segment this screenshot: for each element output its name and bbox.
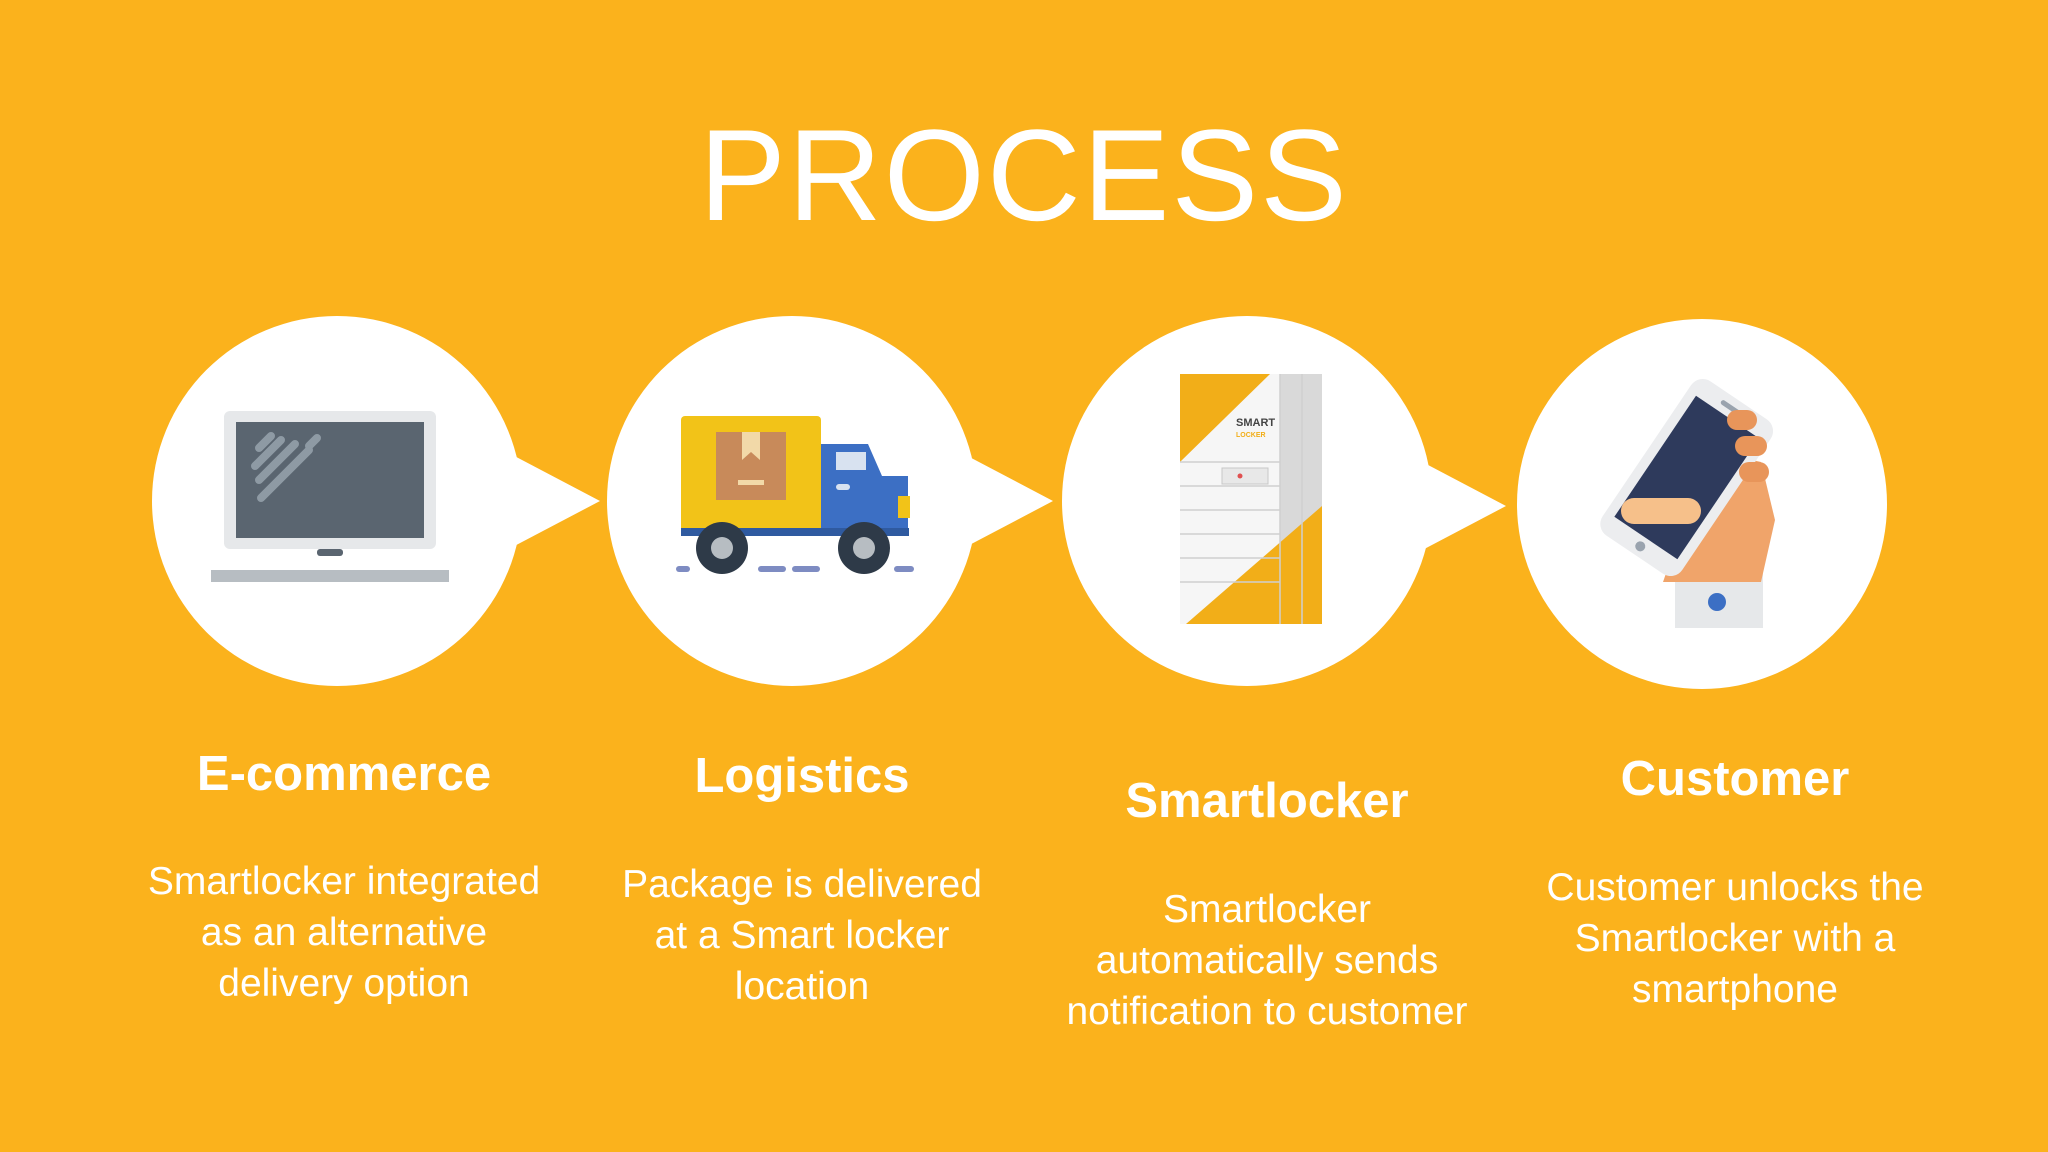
smart-locker-icon: SMART LOCKER bbox=[1180, 374, 1322, 624]
step-description-logistics: Package is delivered at a Smart locker l… bbox=[622, 863, 982, 1008]
step-description-customer: Customer unlocks the Smartlocker with a … bbox=[1546, 866, 1924, 1011]
hand-smartphone-icon bbox=[1600, 379, 1775, 628]
step-description-ecommerce: Smartlocker integrated as an alternative… bbox=[147, 860, 541, 1005]
bubble-pointer bbox=[505, 451, 600, 551]
bubble-pointer bbox=[958, 451, 1053, 551]
locker-brand-sublabel: LOCKER bbox=[1236, 432, 1266, 439]
step-title-logistics: Logistics bbox=[694, 749, 910, 803]
step-title-customer: Customer bbox=[1620, 752, 1850, 806]
locker-brand-label: SMART bbox=[1236, 417, 1275, 429]
page-title: PROCESS bbox=[699, 102, 1349, 248]
step-title-ecommerce: E-commerce bbox=[196, 747, 492, 801]
bubble-pointer bbox=[1411, 456, 1506, 556]
laptop-icon bbox=[211, 411, 449, 582]
delivery-truck-icon bbox=[676, 416, 914, 574]
step-title-smartlocker: Smartlocker bbox=[1125, 774, 1409, 828]
step-description-smartlocker: Smartlocker automatically sends notifica… bbox=[1066, 888, 1468, 1033]
